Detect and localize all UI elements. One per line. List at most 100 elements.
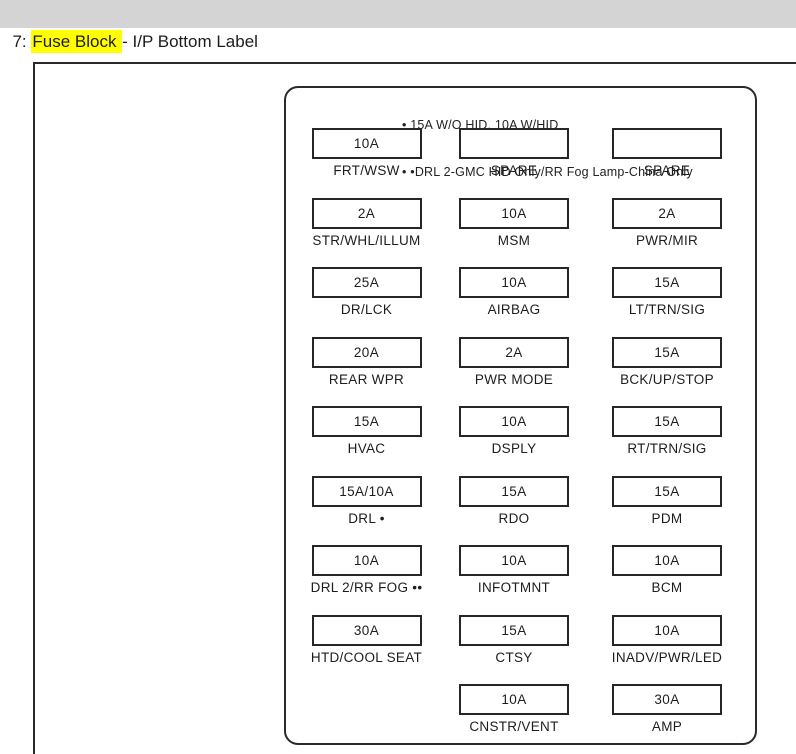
- fuse-box: 15A: [459, 614, 569, 646]
- header-highlight: Fuse Block: [31, 30, 123, 53]
- fuse-box: 10A: [612, 545, 722, 576]
- fuse-box: 30A: [612, 684, 722, 715]
- fuse-cell: 10A FRT/WSW: [293, 128, 440, 198]
- fuse-cell: 10A DSPLY: [440, 406, 588, 476]
- fuse-name-label: DRL 2/RR FOG ••: [310, 580, 423, 595]
- fuse-name-label: CNSTR/VENT: [469, 719, 559, 734]
- fuse-name-label: RT/TRN/SIG: [627, 441, 707, 456]
- fuse-name-label: SPARE: [490, 163, 538, 178]
- fuse-name-label: AMP: [651, 719, 683, 734]
- fuse-box: 15A: [612, 267, 722, 298]
- fuse-name-label: INADV/PWR/LED: [611, 649, 723, 665]
- fuse-name-label: AIRBAG: [487, 302, 541, 317]
- fuse-box: 15A: [612, 336, 722, 368]
- fuse-amp-label: 10A: [501, 414, 527, 429]
- fuse-name-label: CTSY: [495, 649, 533, 665]
- fuse-box: 2A: [311, 197, 422, 229]
- fuse-cell: 30A HTD/COOL SEAT: [293, 614, 440, 685]
- fuse-box: 15A: [311, 406, 422, 437]
- fuse-amp-label: 15A/10A: [339, 483, 394, 499]
- fuse-box: 15A: [612, 475, 722, 507]
- fuse-amp-label: 15A: [501, 483, 527, 499]
- fuse-name-label: REAR WPR: [328, 371, 405, 387]
- fuse-cell: 10A CNSTR/VENT: [440, 684, 588, 754]
- fuse-amp-label: 15A: [654, 344, 680, 360]
- fuse-cell: 15A RDO: [440, 475, 588, 546]
- fuse-cell: SPARE: [588, 128, 746, 198]
- fuse-cell: 20A REAR WPR: [293, 336, 440, 407]
- fuse-amp-label: 2A: [658, 205, 676, 221]
- fuse-cell: 15A/10A DRL •: [293, 475, 440, 546]
- fuse-cell: 15A LT/TRN/SIG: [588, 267, 746, 337]
- fuse-name-label: FRT/WSW: [333, 163, 400, 178]
- page-title-prefix: 7:: [12, 32, 32, 51]
- fuse-amp-label: 15A: [501, 622, 527, 638]
- fuse-cell: [293, 684, 440, 754]
- fuse-amp-label: 30A: [353, 622, 380, 638]
- title-bar: 7: Fuse Block - I/P Bottom Label: [0, 0, 796, 53]
- fuse-cell: 10A INFOTMNT: [440, 545, 588, 615]
- fuse-name-label: PDM: [651, 510, 683, 526]
- fuse-box: 10A: [459, 197, 569, 229]
- fuse-amp-label: 10A: [353, 553, 380, 568]
- panel-notes: • 15A W/O HID, 10A W/HID • •DRL 2-GMC HI…: [402, 87, 693, 196]
- fuse-box: [459, 128, 569, 159]
- fuse-cell: 30A AMP: [588, 684, 746, 754]
- fuse-box: 15A: [459, 475, 569, 507]
- fuse-cell: 2A STR/WHL/ILLUM: [293, 197, 440, 268]
- fuse-name-label: BCK/UP/STOP: [620, 371, 714, 387]
- page-title-suffix: - I/P Bottom Label: [122, 32, 258, 51]
- fuse-cell: 10A BCM: [588, 545, 746, 615]
- fuse-cell: 15A BCK/UP/STOP: [588, 336, 746, 407]
- fuse-amp-label: 15A: [654, 483, 680, 499]
- fuse-name-label: PWR MODE: [474, 371, 554, 387]
- fuse-amp-label: 10A: [353, 136, 380, 151]
- fuse-name-label: HTD/COOL SEAT: [310, 649, 423, 665]
- fuse-box: 10A: [311, 128, 422, 159]
- fuse-box: 2A: [612, 197, 722, 229]
- fuse-box: 2A: [459, 336, 569, 368]
- fuse-cell: SPARE: [440, 128, 588, 198]
- fuse-name-label: INFOTMNT: [477, 580, 551, 595]
- fuse-cell: 10A AIRBAG: [440, 267, 588, 337]
- fuse-amp-label: 20A: [353, 344, 380, 360]
- fuse-grid: 10A FRT/WSW SPARE SPARE 2A STR/WHL/ILLUM 10A MS…: [293, 128, 746, 754]
- fuse-box: 10A: [459, 545, 569, 576]
- fuse-name-label: MSM: [497, 232, 531, 248]
- fuse-amp-label: 10A: [501, 205, 527, 221]
- fuse-box: 10A: [311, 545, 422, 576]
- fuse-name-label: BCM: [651, 580, 683, 595]
- fuse-cell: 2A PWR MODE: [440, 336, 588, 407]
- fuse-name-label: DR/LCK: [340, 302, 393, 317]
- fuse-name-label: LT/TRN/SIG: [628, 302, 706, 317]
- fuse-amp-label: 15A: [353, 414, 380, 429]
- fuse-name-label: SPARE: [643, 163, 691, 178]
- fuse-amp-label: 10A: [501, 692, 527, 707]
- fuse-box: 15A/10A: [311, 475, 422, 507]
- fuse-amp-label: 10A: [501, 553, 527, 568]
- fuse-name-label: STR/WHL/ILLUM: [312, 232, 421, 248]
- fuse-name-label: RDO: [498, 510, 530, 526]
- fuse-cell: 15A PDM: [588, 475, 746, 546]
- note-line: • •DRL 2-GMC HID Only/RR Fog Lamp-China …: [402, 164, 693, 179]
- fuse-amp-label: 2A: [505, 344, 523, 360]
- fuse-box: 20A: [311, 336, 422, 368]
- fuse-amp-label: 10A: [654, 622, 680, 638]
- fuse-cell: 10A MSM: [440, 197, 588, 268]
- fuse-box: 10A: [459, 684, 569, 715]
- fuse-name-label: DRL •: [348, 510, 385, 526]
- fuse-box: 30A: [311, 614, 422, 646]
- fuse-cell: 10A DRL 2/RR FOG ••: [293, 545, 440, 615]
- fuse-amp-label: 2A: [357, 205, 376, 221]
- fuse-amp-label: 10A: [501, 275, 527, 290]
- fuse-cell: 10A INADV/PWR/LED: [588, 614, 746, 685]
- fuse-name-label: DSPLY: [491, 441, 537, 456]
- fuse-box: 10A: [459, 267, 569, 298]
- fuse-cell: 15A CTSY: [440, 614, 588, 685]
- fuse-box: 10A: [459, 406, 569, 437]
- fuse-box: 10A: [612, 614, 722, 646]
- fuse-box: 25A: [311, 267, 422, 298]
